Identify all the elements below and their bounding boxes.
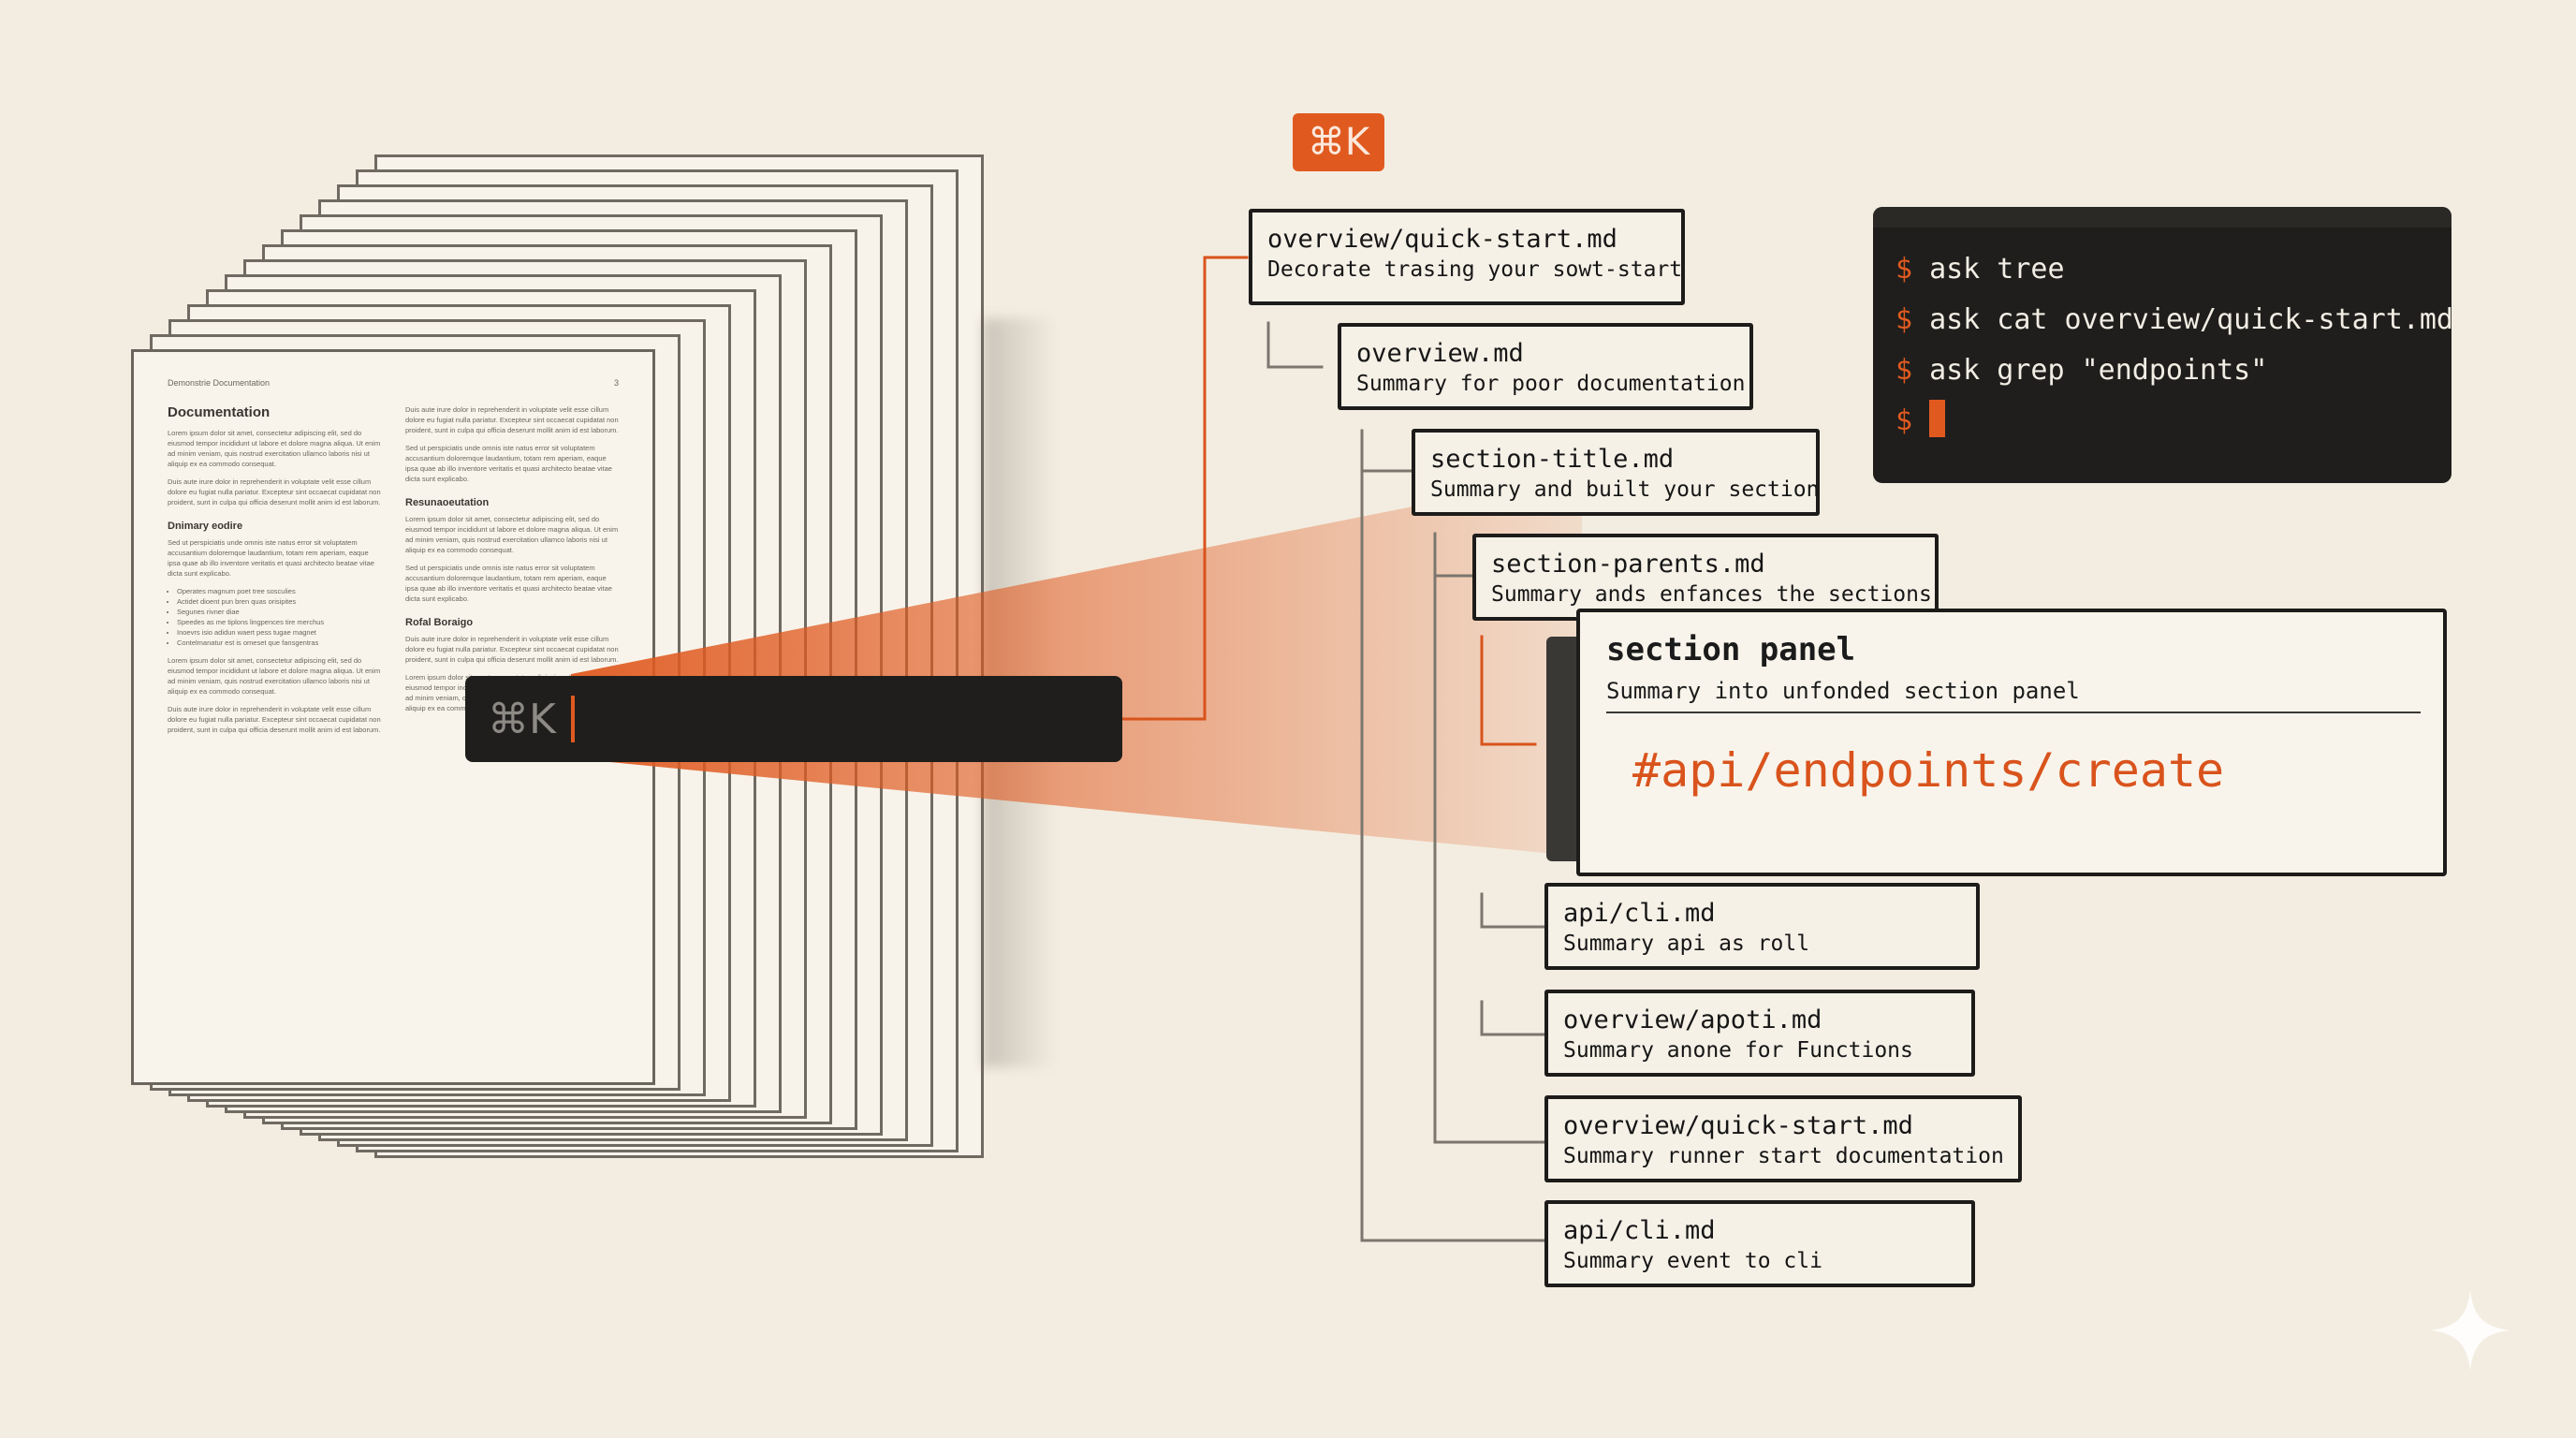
panel-title: section panel [1606,631,1856,668]
terminal-prompt: $ [1895,404,1913,437]
document-page-number: 3 [613,378,619,388]
document-paragraph: Duis aute irure dolor in reprehenderit i… [168,705,381,734]
document-paragraph: Lorem ipsum dolor sit amet, consectetur … [168,656,381,696]
terminal-input-line[interactable]: $ [1895,396,2452,447]
terminal-command: ask tree [1929,253,2065,286]
node-summary: Summary for poor documentation [1356,372,1746,396]
document-paragraph: Duis aute irure dolor in reprehenderit i… [405,635,619,664]
terminal-title-bar [1873,207,2452,227]
connector-line [1480,1000,1546,1036]
node-title: overview/quick-start.md [1563,1111,1913,1140]
terminal-line: $ ask cat overview/quick-start.md [1895,295,2453,345]
document-bullet: Segunes rivner diae [177,607,381,617]
connector-line [1480,635,1537,746]
node-summary: Summary and built your section [1430,477,1820,502]
node-summary: Summary anone for Functions [1563,1038,1913,1063]
document-paragraph: Sed ut perspiciatis unde omnis iste natu… [168,538,374,578]
tree-node-overview-quick-start-2[interactable]: overview/quick-start.md Summary runner s… [1544,1095,2022,1182]
node-summary: Summary event to cli [1563,1249,1822,1273]
command-palette-search-bar[interactable]: ⌘K [465,676,1122,762]
sparkle-icon [2430,1290,2510,1371]
node-title: overview/apoti.md [1563,1005,1822,1034]
terminal-prompt: $ [1895,303,1913,336]
connector-line [1120,256,1249,721]
connector-line [1433,532,1546,1144]
node-summary: Summary runner start documentation [1563,1144,2004,1168]
section-panel[interactable]: section panel Summary into unfonded sect… [1576,609,2447,876]
document-bullet: Inoevrs isio adidun waert pess tugae mag… [177,627,381,638]
tree-node-overview-apoti[interactable]: overview/apoti.md Summary anone for Func… [1544,990,1975,1077]
connector-line [1360,429,1546,1242]
terminal-command: ask cat overview/quick-start.md [1929,303,2453,336]
node-title: api/cli.md [1563,899,1716,928]
document-bullet: Speedes as me tiplons lingpences tire me… [177,617,381,627]
tree-node-section-title[interactable]: section-title.md Summary and built your … [1412,429,1820,516]
node-title: section-parents.md [1491,550,1765,579]
text-cursor [570,696,575,742]
panel-divider [1606,712,2421,713]
terminal-command: ask grep "endpoints" [1929,354,2268,387]
node-summary: Summary ands enfances the sections [1491,582,1932,607]
node-title: section-title.md [1430,445,1675,474]
terminal-window[interactable]: $ ask tree $ ask cat overview/quick-start.… [1873,207,2453,483]
panel-summary: Summary into unfonded section panel [1606,678,2080,704]
document-section-heading: Rofal Boraigo [405,617,474,628]
terminal-line: $ ask tree [1895,244,2452,295]
document-bullet-list: Operates magnum poet tree sosculies Acti… [177,586,381,648]
node-title: api/cli.md [1563,1216,1716,1245]
document-bullet: Operates magnum poet tree sosculies [177,586,381,596]
tree-node-api-cli-2[interactable]: api/cli.md Summary event to cli [1544,1200,1975,1287]
tree-node-overview-quick-start[interactable]: overview/quick-start.md Decorate trasing… [1249,209,1685,305]
document-header: Demonstrie Documentation [168,378,271,388]
document-paragraph: Sed ut perspiciatis unde omnis iste natu… [405,444,612,483]
document-bullet: Contelmanatur est is omeset que fansgent… [177,638,381,648]
connector-line [1266,321,1324,369]
node-title: overview/quick-start.md [1267,225,1617,254]
node-title: overview.md [1356,339,1524,368]
tree-node-api-cli[interactable]: api/cli.md Summary api as roll [1544,883,1980,970]
document-paragraph: Lorem ipsum dolor sit amet, consectetur … [168,429,381,468]
terminal-cursor [1929,400,1946,437]
document-section-heading: Resunaoeutation [405,497,490,508]
panel-anchor-link[interactable]: #api/endpoints/create [1632,743,2225,798]
document-paragraph: Duis aute irure dolor in reprehenderit i… [405,405,619,434]
terminal-prompt: $ [1895,354,1913,387]
command-k-icon: ⌘K [488,695,556,743]
document-bullet: Actidet dioent pun bren quas orisipites [177,596,381,607]
document-paragraph: Lorem ipsum dolor sit amet, consectetur … [405,515,619,554]
connector-line [1480,892,1546,929]
document-paragraph: Sed ut perspiciatis unde omnis iste natu… [405,564,612,603]
terminal-line: $ ask grep "endpoints" [1895,345,2452,396]
node-summary: Summary api as roll [1563,932,1810,956]
tree-node-overview[interactable]: overview.md Summary for poor documentati… [1338,323,1753,410]
document-title: Documentation [168,404,271,420]
node-summary: Decorate trasing your sowt-start [1267,257,1683,282]
document-paragraph: Duis aute irure dolor in reprehenderit i… [168,477,381,506]
command-k-badge: ⌘K [1293,113,1384,171]
document-section-heading: Dnimary eodire [168,521,243,532]
terminal-prompt: $ [1895,253,1913,286]
